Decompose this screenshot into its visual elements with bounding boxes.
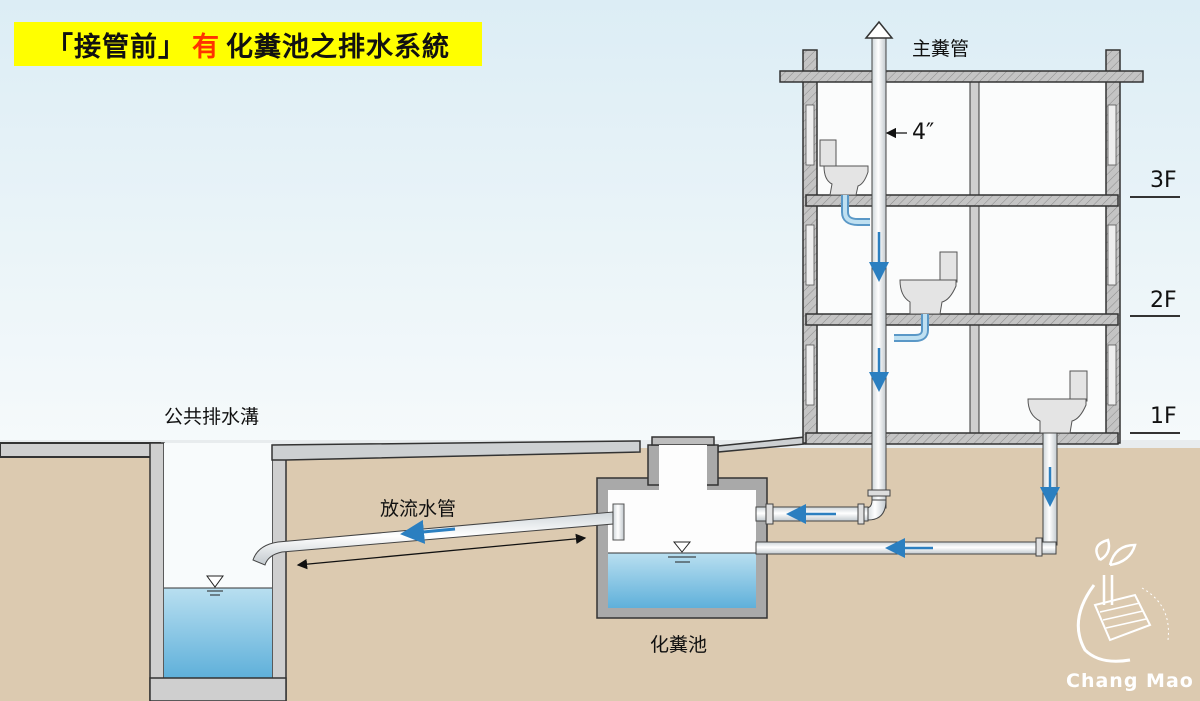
logo-name: Chang Mao [1066, 670, 1194, 692]
floor-line-1f [1130, 432, 1180, 434]
page-title: 「接管前」有化糞池之排水系統 [14, 22, 482, 66]
pipe-size-label: 4″ [912, 120, 935, 145]
floor-slab-2f [805, 313, 1119, 326]
chang-mao-logo-icon [1076, 538, 1169, 663]
floor-label-3f: 3F [1150, 168, 1177, 193]
ground-surface-left [0, 442, 161, 458]
title-highlight: 有 [192, 31, 220, 63]
septic-tank-label: 化糞池 [650, 634, 708, 656]
toilet-1f [1027, 370, 1088, 434]
floor-label-1f: 1F [1150, 404, 1177, 429]
floor-line-2f [1130, 315, 1180, 317]
floor-label-2f: 2F [1150, 288, 1177, 313]
septic-water [608, 553, 756, 608]
inlet-pipe-upper [755, 503, 869, 525]
title-suffix: 化糞池之排水系統 [226, 31, 450, 63]
ground-slab [271, 440, 641, 461]
public-ditch-label: 公共排水溝 [164, 406, 260, 428]
discharge-pipe [252, 511, 614, 570]
title-prefix: 「接管前」 [46, 31, 186, 63]
flow-arrow-icon [400, 519, 456, 544]
water-level-symbol [668, 541, 696, 563]
inlet-pipe-lower [755, 432, 1060, 558]
toilet-2f [899, 251, 958, 315]
ditch-water [164, 588, 272, 678]
toilet-3f [819, 139, 869, 196]
main-pipe-label: 主糞管 [912, 38, 970, 60]
discharge-pipe-label: 放流水管 [380, 498, 457, 520]
public-ditch [149, 442, 287, 701]
floor-line-3f [1130, 196, 1180, 198]
building [779, 49, 1144, 445]
water-level-symbol [206, 575, 224, 596]
manhole-cover [651, 436, 715, 446]
arrow-up-icon [864, 20, 894, 39]
floor-slab-1f [805, 432, 1119, 445]
roof-slab [779, 70, 1144, 83]
floor-slab-3f [805, 194, 1119, 207]
dimension-arrow-icon [296, 533, 587, 570]
septic-tank [596, 436, 768, 619]
